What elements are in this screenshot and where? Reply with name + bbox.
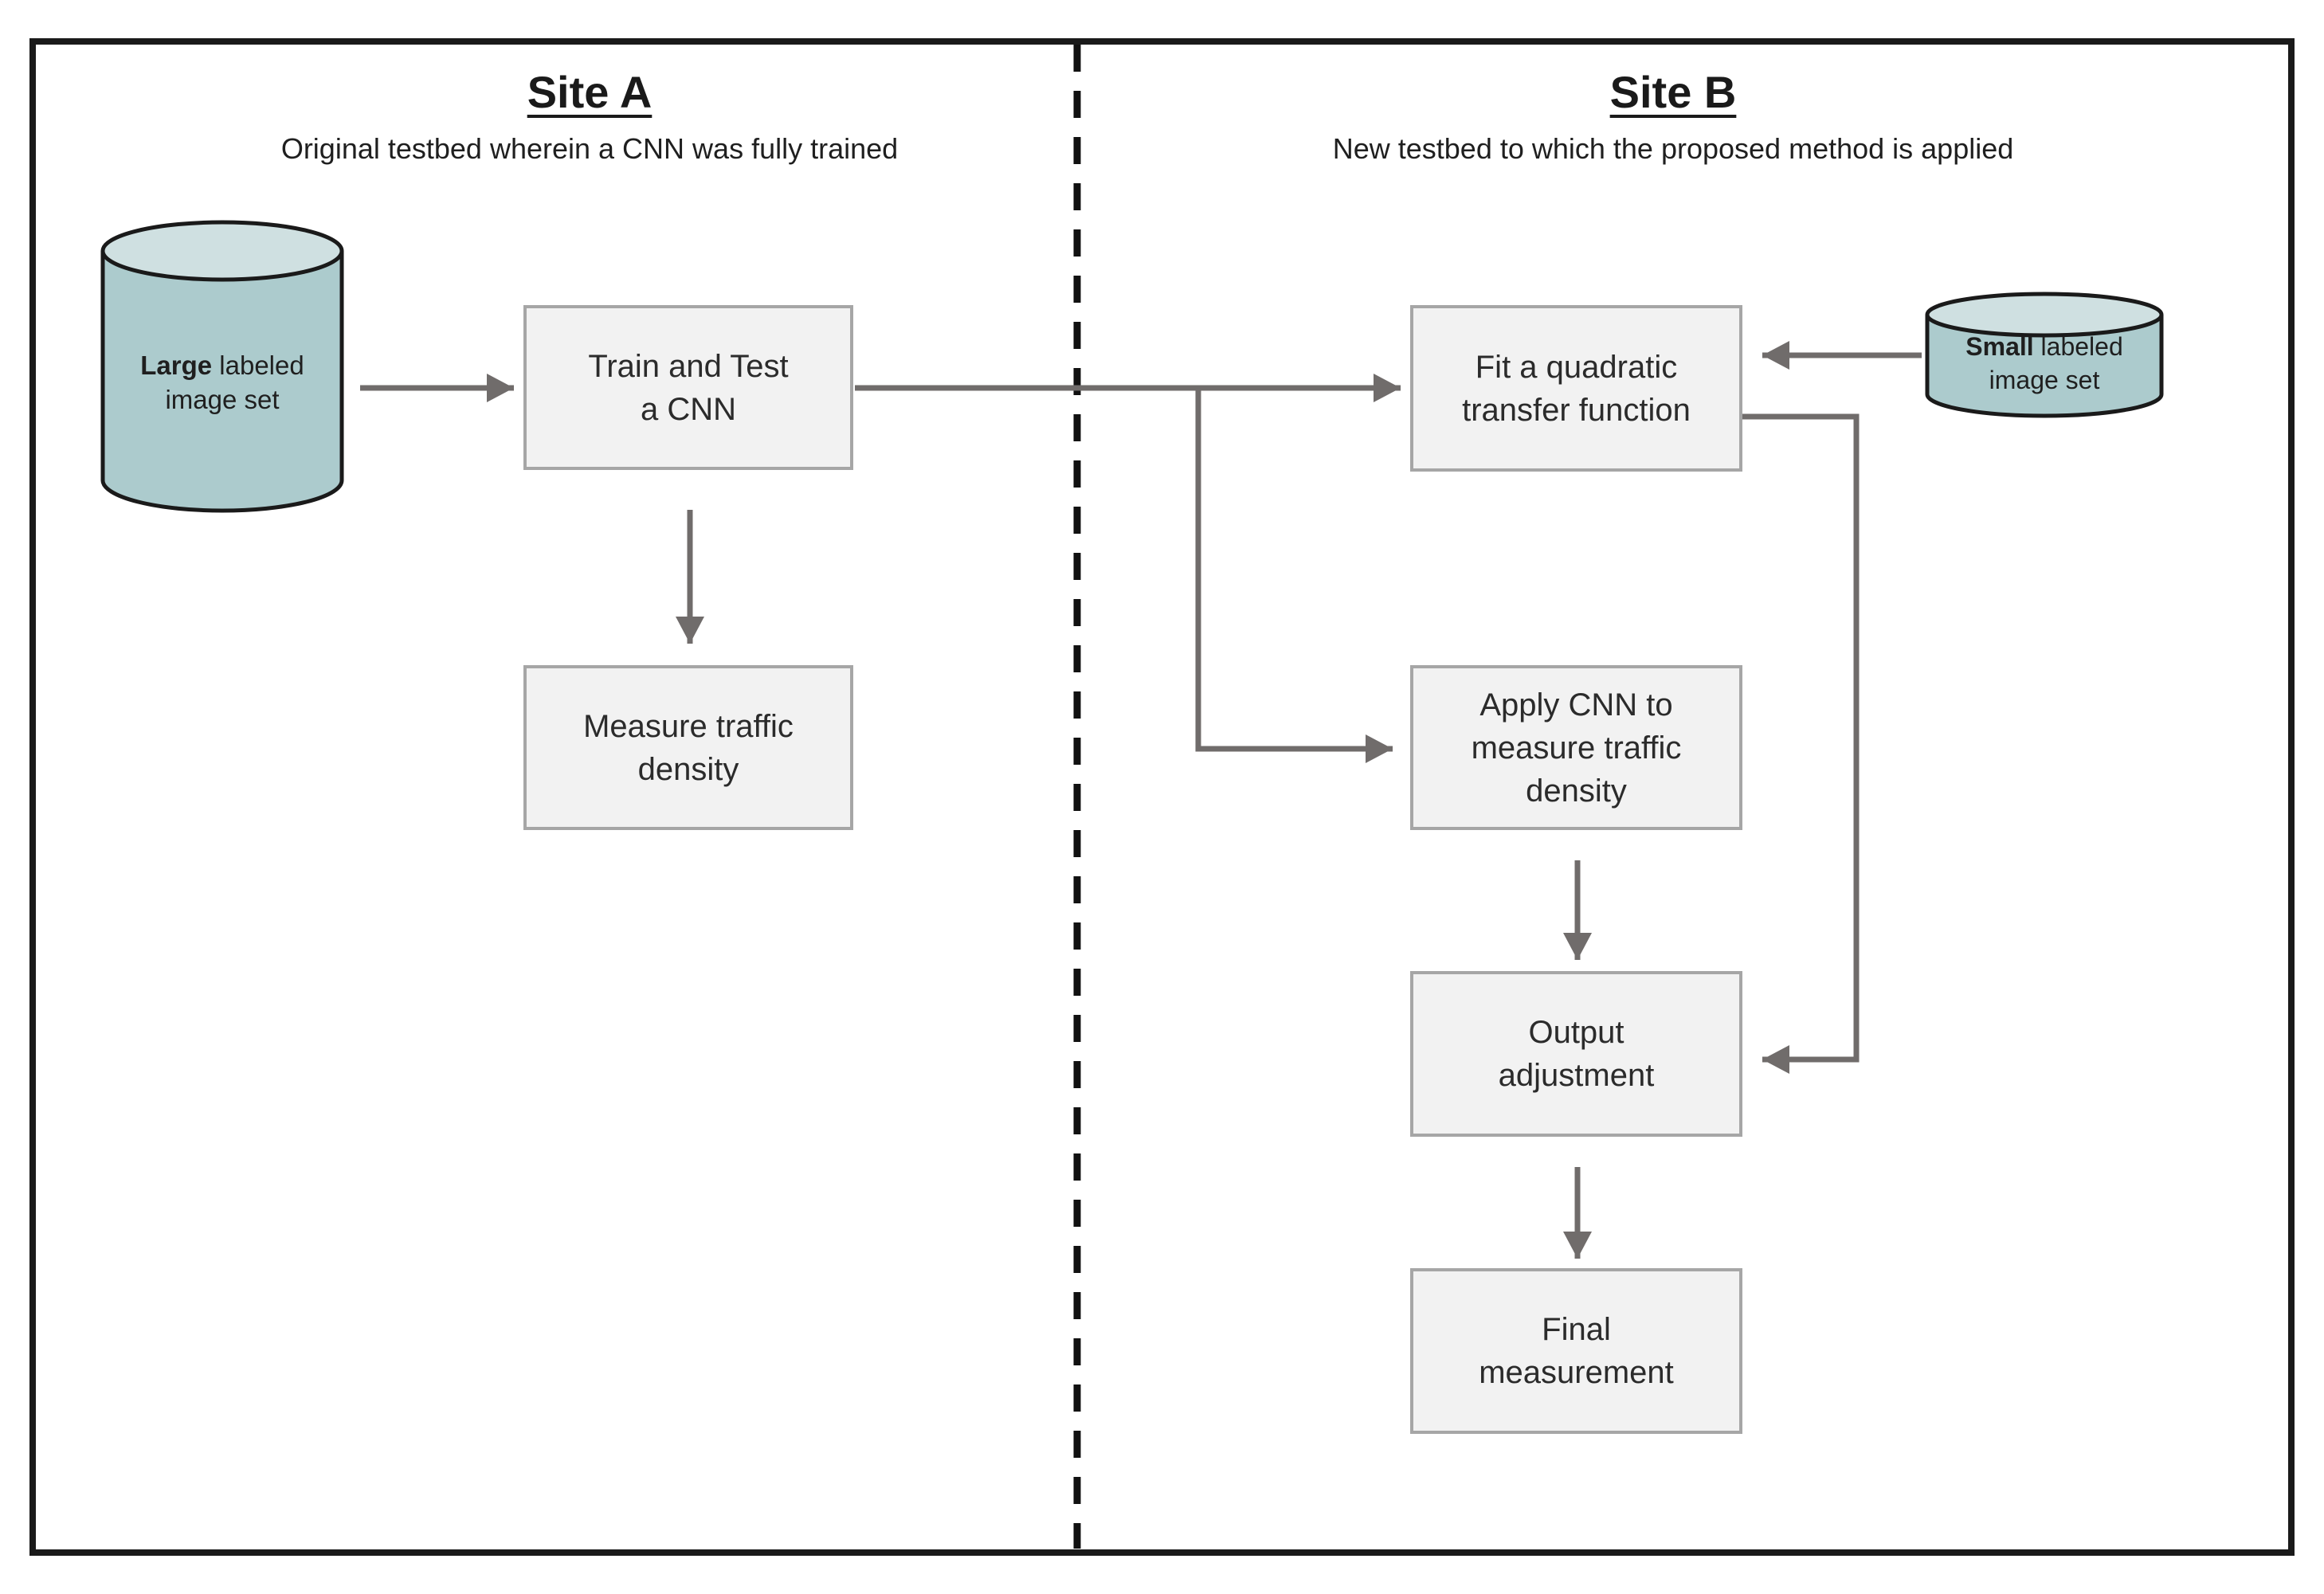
node-output-adjustment-label: Output adjustment [1498, 1015, 1655, 1093]
datastore-cylinder-small: Small labeled image set [1924, 291, 2165, 421]
database-cylinder-icon [1925, 292, 2164, 418]
site-b-header: Site B New testbed to which the proposed… [1195, 67, 2151, 166]
node-final-measurement-label: Final measurement [1479, 1312, 1674, 1390]
site-a-subtitle: Original testbed wherein a CNN was fully… [280, 132, 899, 165]
site-a-title: Site A [527, 67, 653, 117]
database-cylinder-icon [100, 220, 344, 513]
datastore-small-label: Small labeled image set [1924, 291, 2165, 421]
flowchart-frame [29, 38, 2295, 1556]
datastore-large-label: Large labeled image set [100, 217, 345, 514]
node-fit-quadratic-transfer-function-label: Fit a quadratic transfer function [1462, 349, 1691, 428]
site-b-subtitle: New testbed to which the proposed method… [1332, 132, 2014, 165]
node-fit-quadratic-transfer-function: Fit a quadratic transfer function [1410, 305, 1742, 472]
node-apply-cnn-measure-traffic-density: Apply CNN to measure traffic density [1410, 665, 1742, 830]
node-apply-cnn-measure-traffic-density-label: Apply CNN to measure traffic density [1471, 687, 1682, 809]
site-b-title: Site B [1609, 67, 1737, 117]
site-a-header: Site A Original testbed wherein a CNN wa… [112, 67, 1068, 166]
datastore-small-label-bold: Small [1965, 331, 2034, 361]
node-measure-traffic-density: Measure traffic density [523, 665, 853, 830]
node-final-measurement: Final measurement [1410, 1268, 1742, 1434]
node-output-adjustment: Output adjustment [1410, 971, 1742, 1137]
datastore-cylinder-large: Large labeled image set [100, 217, 345, 514]
datastore-small-label-rest: labeled image set [1989, 331, 2123, 394]
node-train-and-test-cnn-label: Train and Test a CNN [588, 348, 789, 427]
datastore-large-label-rest: labeled image set [165, 351, 304, 414]
node-measure-traffic-density-label: Measure traffic density [583, 708, 794, 787]
datastore-large-label-bold: Large [140, 351, 213, 381]
node-train-and-test-cnn: Train and Test a CNN [523, 305, 853, 470]
